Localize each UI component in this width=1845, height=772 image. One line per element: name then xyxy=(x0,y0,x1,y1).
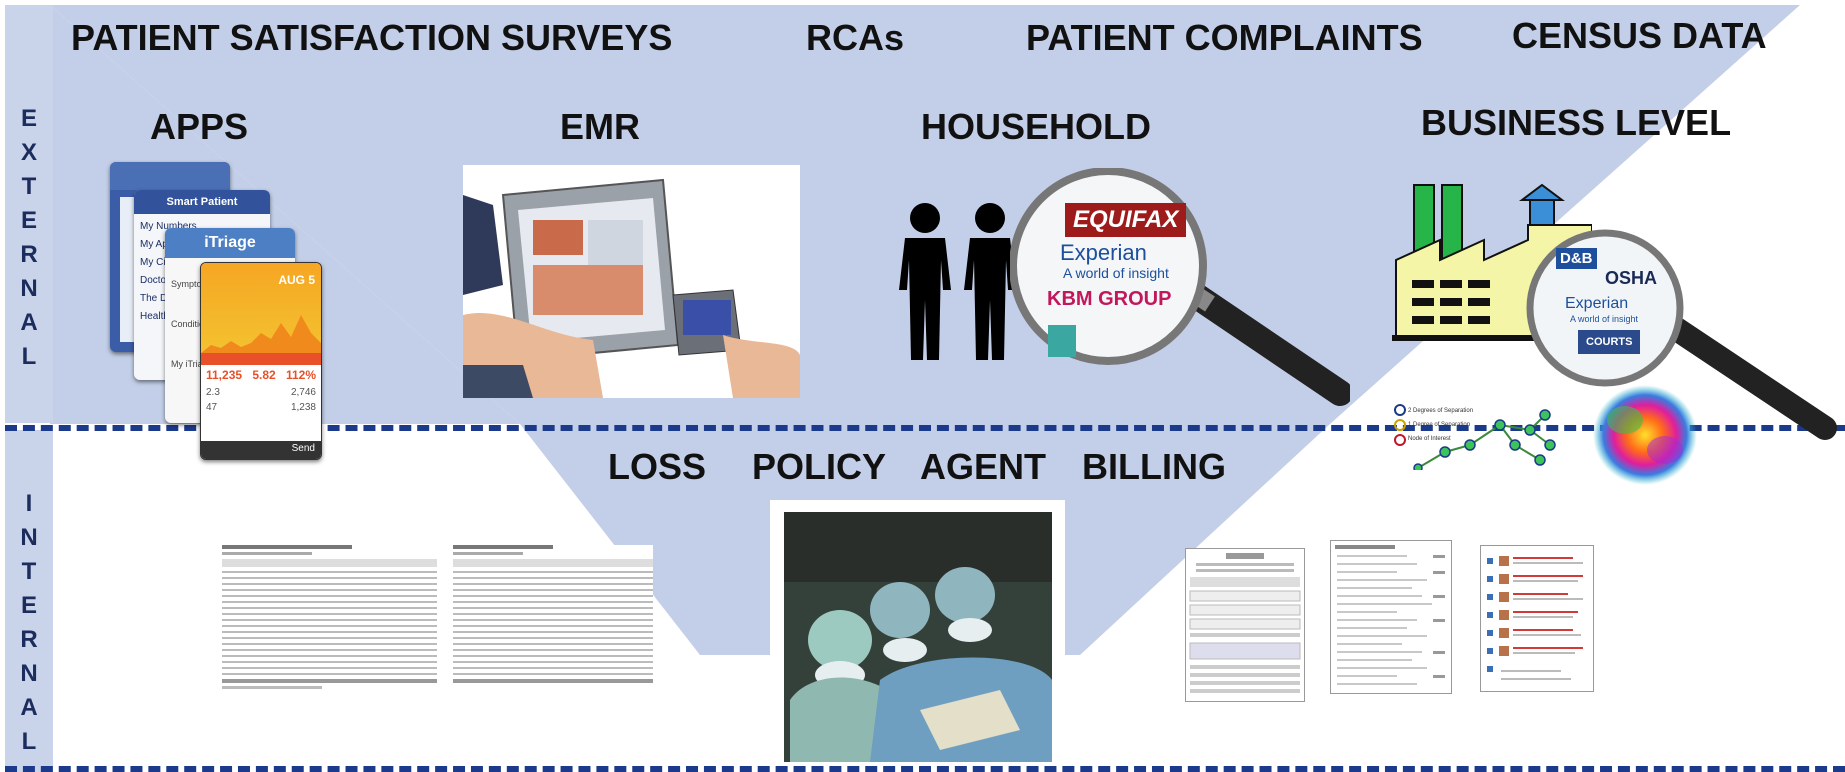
itriage-item: Sympto xyxy=(171,279,202,289)
sidebar-letter: E xyxy=(20,105,37,132)
network-legend-item: Node of Interest xyxy=(1408,436,1451,442)
sidebar-letter: A xyxy=(20,309,38,336)
fitness-stat: 11,235 xyxy=(206,368,243,382)
divider-external-internal xyxy=(5,425,1845,431)
surgeons-icon xyxy=(784,512,1052,762)
fitness-send-button: Send xyxy=(291,443,315,454)
sidebar-letter: N xyxy=(20,275,38,302)
app-screenshot-fitness: AUG 5 11,235 5.82 112% 2.3 2,746 47 1,23… xyxy=(200,262,322,460)
loss-report-spreadsheet-1 xyxy=(222,545,437,695)
smart-patient-item: My Numbers xyxy=(140,221,197,232)
fitness-stat: 2,746 xyxy=(290,387,316,398)
label-emr: EMR xyxy=(560,106,640,147)
smart-patient-title: Smart Patient xyxy=(134,190,270,214)
fitness-date: AUG 5 xyxy=(278,273,315,287)
sidebar-letter: T xyxy=(21,173,37,200)
brand-equifax: EQUIFAX xyxy=(1065,203,1187,237)
form-icon xyxy=(1335,545,1445,685)
form-icon xyxy=(1487,556,1583,680)
spreadsheet-icon xyxy=(453,545,653,683)
form-icon xyxy=(1189,553,1301,693)
activity-chart-icon xyxy=(201,315,321,353)
sidebar-letter: R xyxy=(20,241,38,268)
brand-experian-tagline: A world of insight xyxy=(1063,265,1169,281)
loss-report-spreadsheet-2 xyxy=(453,545,653,695)
label-agent: AGENT xyxy=(920,446,1046,487)
label-census-data: CENSUS DATA xyxy=(1512,15,1767,56)
billing-form-1 xyxy=(1185,548,1305,702)
billing-form-3 xyxy=(1480,545,1594,692)
brand-experian: Experian xyxy=(1060,240,1147,265)
itriage-item: My iTriage xyxy=(171,359,213,369)
label-apps: APPS xyxy=(150,106,249,147)
cluster-visualization-icon xyxy=(1593,385,1697,485)
brand-experian-business-tagline: A world of insight xyxy=(1570,314,1639,324)
factory-icon xyxy=(1392,183,1592,341)
sidebar-letter: N xyxy=(20,660,38,687)
label-household: HOUSEHOLD xyxy=(921,106,1152,147)
emr-photo xyxy=(463,165,800,398)
label-billing: BILLING xyxy=(1082,446,1226,487)
sidebar-letter: I xyxy=(25,490,33,517)
network-graph-icon xyxy=(1394,404,1556,470)
sidebar-letter: T xyxy=(21,558,37,585)
sidebar-letter: R xyxy=(20,626,38,653)
smart-patient-item: The D xyxy=(140,293,168,304)
itriage-title: iTriage xyxy=(165,228,295,258)
smart-patient-item: Docto xyxy=(140,275,167,286)
itriage-item: Conditio xyxy=(171,319,205,329)
fitness-stat: 47 xyxy=(206,402,218,413)
business-magnifier-icon xyxy=(1526,229,1837,440)
smart-patient-item: My Ap xyxy=(140,239,168,250)
surgery-photo xyxy=(770,500,1065,762)
sidebar-letter: E xyxy=(20,207,37,234)
label-business-level: BUSINESS LEVEL xyxy=(1421,102,1732,143)
fitness-stat: 112% xyxy=(285,368,316,382)
label-patient-satisfaction-surveys: PATIENT SATISFACTION SURVEYS xyxy=(71,17,673,58)
emr-tablet-icon xyxy=(463,165,800,398)
billing-form-2 xyxy=(1330,540,1452,694)
network-legend-item: 1 Degree of Separation xyxy=(1408,422,1471,428)
brand-osha: OSHA xyxy=(1605,268,1658,288)
network-legend-item: 2 Degrees of Separation xyxy=(1408,408,1474,414)
label-policy: POLICY xyxy=(752,446,887,487)
spreadsheet-icon xyxy=(222,545,437,689)
brand-courts: COURTS xyxy=(1578,330,1641,354)
smart-patient-item: Health xyxy=(140,311,169,322)
household-people-icon xyxy=(899,203,1016,360)
fitness-stat: 2.3 xyxy=(206,387,220,398)
person-partial-teal xyxy=(1048,325,1076,357)
sidebar-letter: E xyxy=(20,592,37,619)
label-rcas: RCAs xyxy=(806,17,905,58)
sidebar-letter: L xyxy=(21,343,37,370)
sidebar-letter: A xyxy=(20,694,38,721)
brand-dnb: D&B xyxy=(1556,248,1597,269)
brand-experian-business: Experian xyxy=(1565,295,1629,312)
label-loss: LOSS xyxy=(608,446,707,487)
fitness-stat: 1,238 xyxy=(290,402,316,413)
sidebar-letter: N xyxy=(20,524,38,551)
network-legend: 2 Degrees of Separation 1 Degree of Sepa… xyxy=(1408,404,1473,446)
fitness-stat: 5.82 xyxy=(252,368,276,382)
brand-kbm-group: KBM GROUP xyxy=(1047,288,1172,310)
divider-bottom xyxy=(5,766,1845,772)
sidebar-letter: X xyxy=(20,139,37,166)
label-patient-complaints: PATIENT COMPLAINTS xyxy=(1026,17,1423,58)
smart-patient-item: My Ci xyxy=(140,257,166,268)
sidebar-letter: L xyxy=(21,728,37,755)
